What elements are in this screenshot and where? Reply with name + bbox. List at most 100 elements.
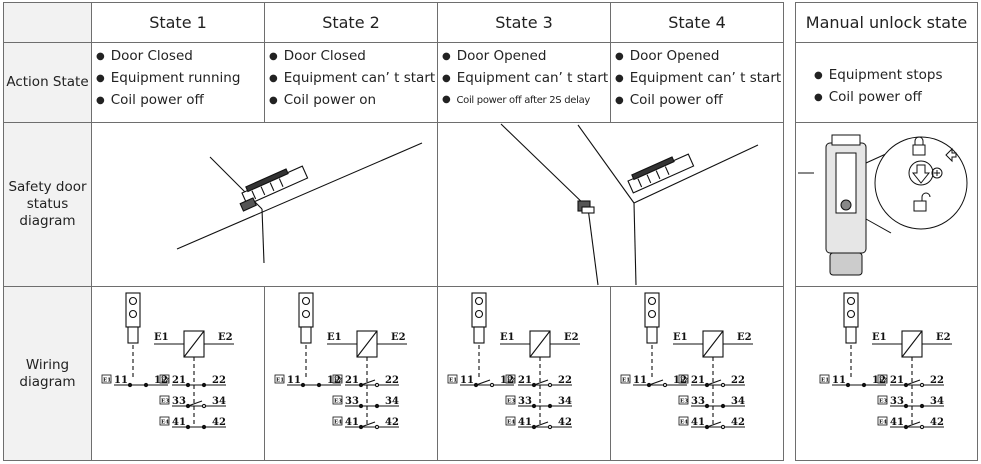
door-diagram-manual bbox=[795, 122, 978, 287]
coil-label-e1: E1 bbox=[327, 332, 342, 343]
action-state-3-item: Coil power off after 2S delay bbox=[442, 90, 610, 111]
contact-terminal: 42 bbox=[558, 417, 572, 428]
contact-open-point bbox=[489, 382, 495, 388]
header-state-1: State 1 bbox=[91, 2, 265, 43]
contact-tag: E1 bbox=[821, 378, 829, 384]
actuator-tongue bbox=[473, 326, 485, 344]
contact-terminal: 41 bbox=[345, 417, 359, 428]
contact-terminal: 33 bbox=[691, 396, 705, 407]
contact-point bbox=[903, 403, 909, 409]
action-manual: Equipment stops Coil power off bbox=[795, 42, 978, 123]
contact-tag: E3 bbox=[507, 399, 515, 405]
contact-terminal: 34 bbox=[385, 396, 399, 407]
contact-terminal: 22 bbox=[385, 375, 399, 386]
contact-tag: E2 bbox=[879, 378, 887, 384]
action-manual-item: Equipment stops bbox=[814, 65, 977, 87]
action-state-2-item: Equipment can’ t start bbox=[269, 68, 437, 90]
row-label-door-diagram: Safety door status diagram bbox=[3, 122, 92, 287]
contact-tag-box bbox=[159, 416, 170, 426]
contact-tag-box bbox=[877, 395, 888, 405]
contact-tag-box bbox=[620, 374, 631, 384]
contact-tag: E4 bbox=[879, 420, 887, 426]
contact-point bbox=[547, 403, 553, 409]
contact-tag: E3 bbox=[161, 399, 169, 405]
contact-terminal: 34 bbox=[558, 396, 572, 407]
contact-terminal: 22 bbox=[930, 375, 944, 386]
action-state-2: Door Closed Equipment can’ t start Coil … bbox=[264, 42, 438, 123]
row-label-wiring: Wiring diagram bbox=[3, 286, 92, 461]
contact-point bbox=[185, 382, 191, 388]
contact-terminal: 21 bbox=[890, 375, 904, 386]
coil-diagonal bbox=[901, 330, 923, 358]
coil-diagonal bbox=[356, 330, 378, 358]
contact-tag: E4 bbox=[507, 420, 515, 426]
contact-open-point bbox=[919, 382, 925, 388]
actuator-hole bbox=[474, 296, 484, 306]
contact-terminal: 33 bbox=[345, 396, 359, 407]
contact-terminal: 11 bbox=[287, 375, 301, 386]
action-state-4-item: Coil power off bbox=[615, 90, 783, 112]
contact-tag-box bbox=[159, 395, 170, 405]
contact-point bbox=[316, 382, 322, 388]
contact-terminal: 21 bbox=[172, 375, 186, 386]
coil-diagonal bbox=[183, 330, 205, 358]
contact-point bbox=[720, 403, 726, 409]
contact-tag: E1 bbox=[276, 378, 284, 384]
contact-open-blade bbox=[360, 421, 376, 428]
action-state-2-item: Door Closed bbox=[269, 46, 437, 68]
coil-diagonal bbox=[529, 330, 551, 358]
contact-tag-box bbox=[101, 374, 112, 384]
action-state-4: Door Opened Equipment can’ t start Coil … bbox=[610, 42, 784, 123]
contact-tag-box bbox=[877, 374, 888, 384]
coil-label-e2: E2 bbox=[737, 332, 752, 343]
action-state-1: Door Closed Equipment running Coil power… bbox=[91, 42, 265, 123]
contact-open-point bbox=[201, 403, 207, 409]
contact-terminal: 11 bbox=[633, 375, 647, 386]
contact-tag: E1 bbox=[622, 378, 630, 384]
contact-terminal: 21 bbox=[345, 375, 359, 386]
door-diagram-opened bbox=[437, 122, 784, 287]
contact-tag-box bbox=[678, 395, 689, 405]
contact-open-point bbox=[720, 382, 726, 388]
contact-open-point bbox=[662, 382, 668, 388]
row-label-action: Action State bbox=[3, 42, 92, 123]
contact-terminal: 12 bbox=[154, 375, 168, 386]
contact-terminal: 22 bbox=[212, 375, 226, 386]
door-opened-drawing bbox=[500, 123, 759, 286]
contact-point bbox=[127, 382, 133, 388]
contact-tag: E2 bbox=[334, 378, 342, 384]
contact-open-point bbox=[374, 424, 380, 430]
contact-open-blade bbox=[360, 379, 376, 386]
contact-point bbox=[358, 403, 364, 409]
contact-open-blade bbox=[905, 421, 921, 428]
contact-tag-box bbox=[819, 374, 830, 384]
contact-tag: E2 bbox=[680, 378, 688, 384]
contact-tag-box bbox=[159, 374, 170, 384]
actuator-hole bbox=[647, 296, 657, 306]
coil-label-e2: E2 bbox=[391, 332, 406, 343]
corner-cell bbox=[3, 2, 92, 43]
contact-point bbox=[185, 424, 191, 430]
actuator-hole bbox=[301, 296, 311, 306]
action-state-1-item: Equipment running bbox=[96, 68, 264, 90]
contact-terminal: 21 bbox=[518, 375, 532, 386]
contact-terminal: 22 bbox=[558, 375, 572, 386]
contact-point bbox=[201, 424, 207, 430]
header-state-3: State 3 bbox=[437, 2, 611, 43]
contact-open-point bbox=[919, 424, 925, 430]
contact-tag-box bbox=[678, 416, 689, 426]
contact-terminal: 34 bbox=[930, 396, 944, 407]
door-closed-drawing bbox=[176, 142, 423, 264]
contact-open-point bbox=[720, 424, 726, 430]
contact-terminal: 41 bbox=[518, 417, 532, 428]
coil-label-e1: E1 bbox=[872, 332, 887, 343]
contact-tag-box bbox=[332, 416, 343, 426]
